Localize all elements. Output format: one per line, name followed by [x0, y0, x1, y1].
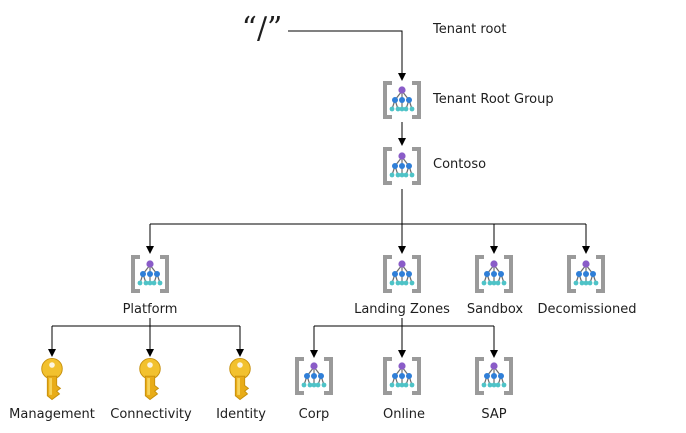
management-group-icon[interactable] [295, 357, 333, 395]
key-icon[interactable] [139, 357, 161, 401]
management-group-icon[interactable] [475, 255, 513, 293]
management-label[interactable]: Management [9, 407, 95, 422]
platform-label[interactable]: Platform [122, 302, 178, 317]
connector-root-to-tenant-root-group [288, 30, 406, 81]
management-group-icon[interactable] [567, 255, 605, 293]
management-group-icon[interactable] [383, 357, 421, 395]
tenant-root-label: Tenant root [433, 22, 507, 37]
connector-contoso-bus [150, 189, 586, 225]
corp-label[interactable]: Corp [298, 407, 330, 422]
key-icon[interactable] [41, 357, 63, 401]
management-group-icon[interactable] [383, 81, 421, 119]
management-group-icon[interactable] [131, 255, 169, 293]
online-label[interactable]: Online [383, 407, 425, 422]
root-symbol: “/” [241, 11, 283, 46]
contoso-label[interactable]: Contoso [433, 157, 487, 172]
management-group-icon[interactable] [383, 255, 421, 293]
management-group-icon[interactable] [475, 357, 513, 395]
tenant-root-group-label[interactable]: Tenant Root Group [433, 92, 554, 107]
connector-landing-zones-bus [314, 318, 494, 327]
sap-label[interactable]: SAP [481, 407, 507, 422]
connectivity-label[interactable]: Connectivity [110, 407, 192, 422]
key-icon[interactable] [229, 357, 251, 401]
management-group-icon[interactable] [383, 147, 421, 185]
identity-label[interactable]: Identity [216, 407, 266, 422]
landing-zones-label[interactable]: Landing Zones [354, 302, 450, 317]
connector-platform-bus [52, 318, 240, 327]
decomissioned-label[interactable]: Decomissioned [537, 302, 637, 317]
sandbox-label[interactable]: Sandbox [466, 302, 524, 317]
